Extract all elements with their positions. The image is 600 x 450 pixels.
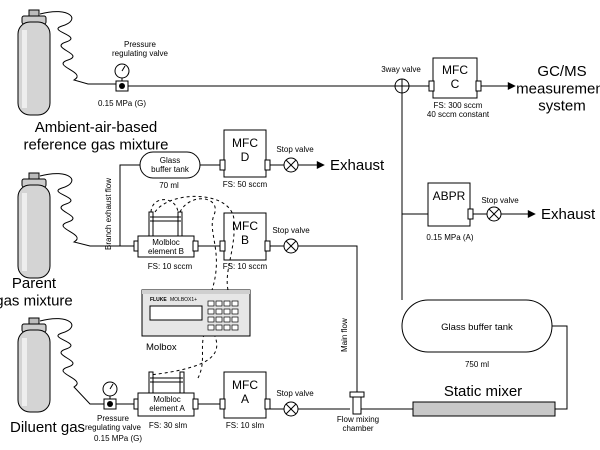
molbox-model: MOLBOX1+ xyxy=(170,297,197,303)
mfc-a-fs: FS: 10 slm xyxy=(226,421,265,430)
stop-valve-a xyxy=(283,401,299,417)
cylinder-parent xyxy=(17,172,51,279)
buffer-large-volume: 750 ml xyxy=(465,360,489,369)
mfc-b-box xyxy=(223,212,267,261)
flow-mixing-chamber xyxy=(349,391,365,415)
dash-b-3 xyxy=(154,195,235,291)
mfc-c-port-right xyxy=(475,80,482,92)
mfc-d-fs: FS: 50 sccm xyxy=(223,180,268,189)
cylinder-ambient xyxy=(17,9,51,116)
abpr-box xyxy=(427,182,471,227)
dash-b-2 xyxy=(179,198,217,291)
exhaust-d-label: Exhaust xyxy=(330,157,385,174)
mfc-b-fs: FS: 10 sccm xyxy=(223,262,268,271)
buffer-small-volume: 70 ml xyxy=(159,181,179,190)
line-buffer-to-mixer xyxy=(552,325,568,410)
stop-valve-b-label: Stop valve xyxy=(272,226,310,235)
dash-b-1 xyxy=(150,199,179,213)
mfc-a-port-right xyxy=(264,398,271,410)
branch-exhaust-label: Branch exhaust flow xyxy=(104,178,113,250)
coil-bottom xyxy=(39,318,108,405)
mfc-a-port-left xyxy=(219,398,226,410)
static-mixer xyxy=(412,401,556,417)
mfc-d-box xyxy=(223,129,267,178)
coil-middle xyxy=(39,173,120,247)
glass-buffer-large-label: Glass buffer tank xyxy=(441,322,513,333)
mfc-b-port-right xyxy=(264,240,271,252)
coil-top xyxy=(39,11,118,85)
pressure-top-value: 0.15 MPa (G) xyxy=(98,99,146,108)
cylinder-diluent xyxy=(17,317,51,413)
fluke-logo-text: FLUKE xyxy=(150,297,167,303)
mfc-c-box xyxy=(432,57,478,99)
stop-valve-a-label: Stop valve xyxy=(276,389,314,398)
mfc-d-port-left xyxy=(219,159,226,171)
pressure-regulator-top xyxy=(114,63,130,92)
molbox-label: Molbox xyxy=(146,342,177,353)
line-main-flow xyxy=(298,245,358,392)
exhaust-abpr-label: Exhaust xyxy=(541,206,596,223)
stop-valve-d xyxy=(283,157,299,173)
abpr-label: ABPR xyxy=(433,189,466,203)
dash-a-1 xyxy=(197,333,205,379)
main-flow-label: Main flow xyxy=(340,318,349,352)
stop-valve-b xyxy=(283,238,299,254)
molbloc-b-fs: FS: 10 sccm xyxy=(148,262,193,271)
pressure-regulator-bottom xyxy=(102,381,118,410)
stop-valve-d-label: Stop valve xyxy=(276,145,314,154)
molbox-device xyxy=(141,289,251,337)
abpr-pressure: 0.15 MPa (A) xyxy=(426,233,473,242)
mfc-d-port-right xyxy=(264,159,271,171)
mfc-b-port-left xyxy=(219,240,226,252)
mfc-a-box xyxy=(223,371,267,419)
abpr-port xyxy=(467,208,474,220)
pressure-bottom-value: 0.15 MPa (G) xyxy=(94,434,142,443)
mfc-c-port-left xyxy=(428,80,435,92)
stop-valve-abpr-label: Stop valve xyxy=(481,196,519,205)
diluent-gas-label: Diluent gas xyxy=(10,419,85,436)
stop-valve-abpr xyxy=(486,206,502,222)
three-way-valve-label: 3way valve xyxy=(381,65,421,74)
three-way-valve xyxy=(394,78,410,94)
dash-a-2 xyxy=(149,333,218,376)
molbloc-a xyxy=(133,371,199,417)
molbloc-a-fs: FS: 30 slm xyxy=(149,421,188,430)
molbloc-b xyxy=(133,211,199,258)
line-branch-exhaust xyxy=(119,164,140,246)
static-mixer-label: Static mixer xyxy=(444,383,522,400)
